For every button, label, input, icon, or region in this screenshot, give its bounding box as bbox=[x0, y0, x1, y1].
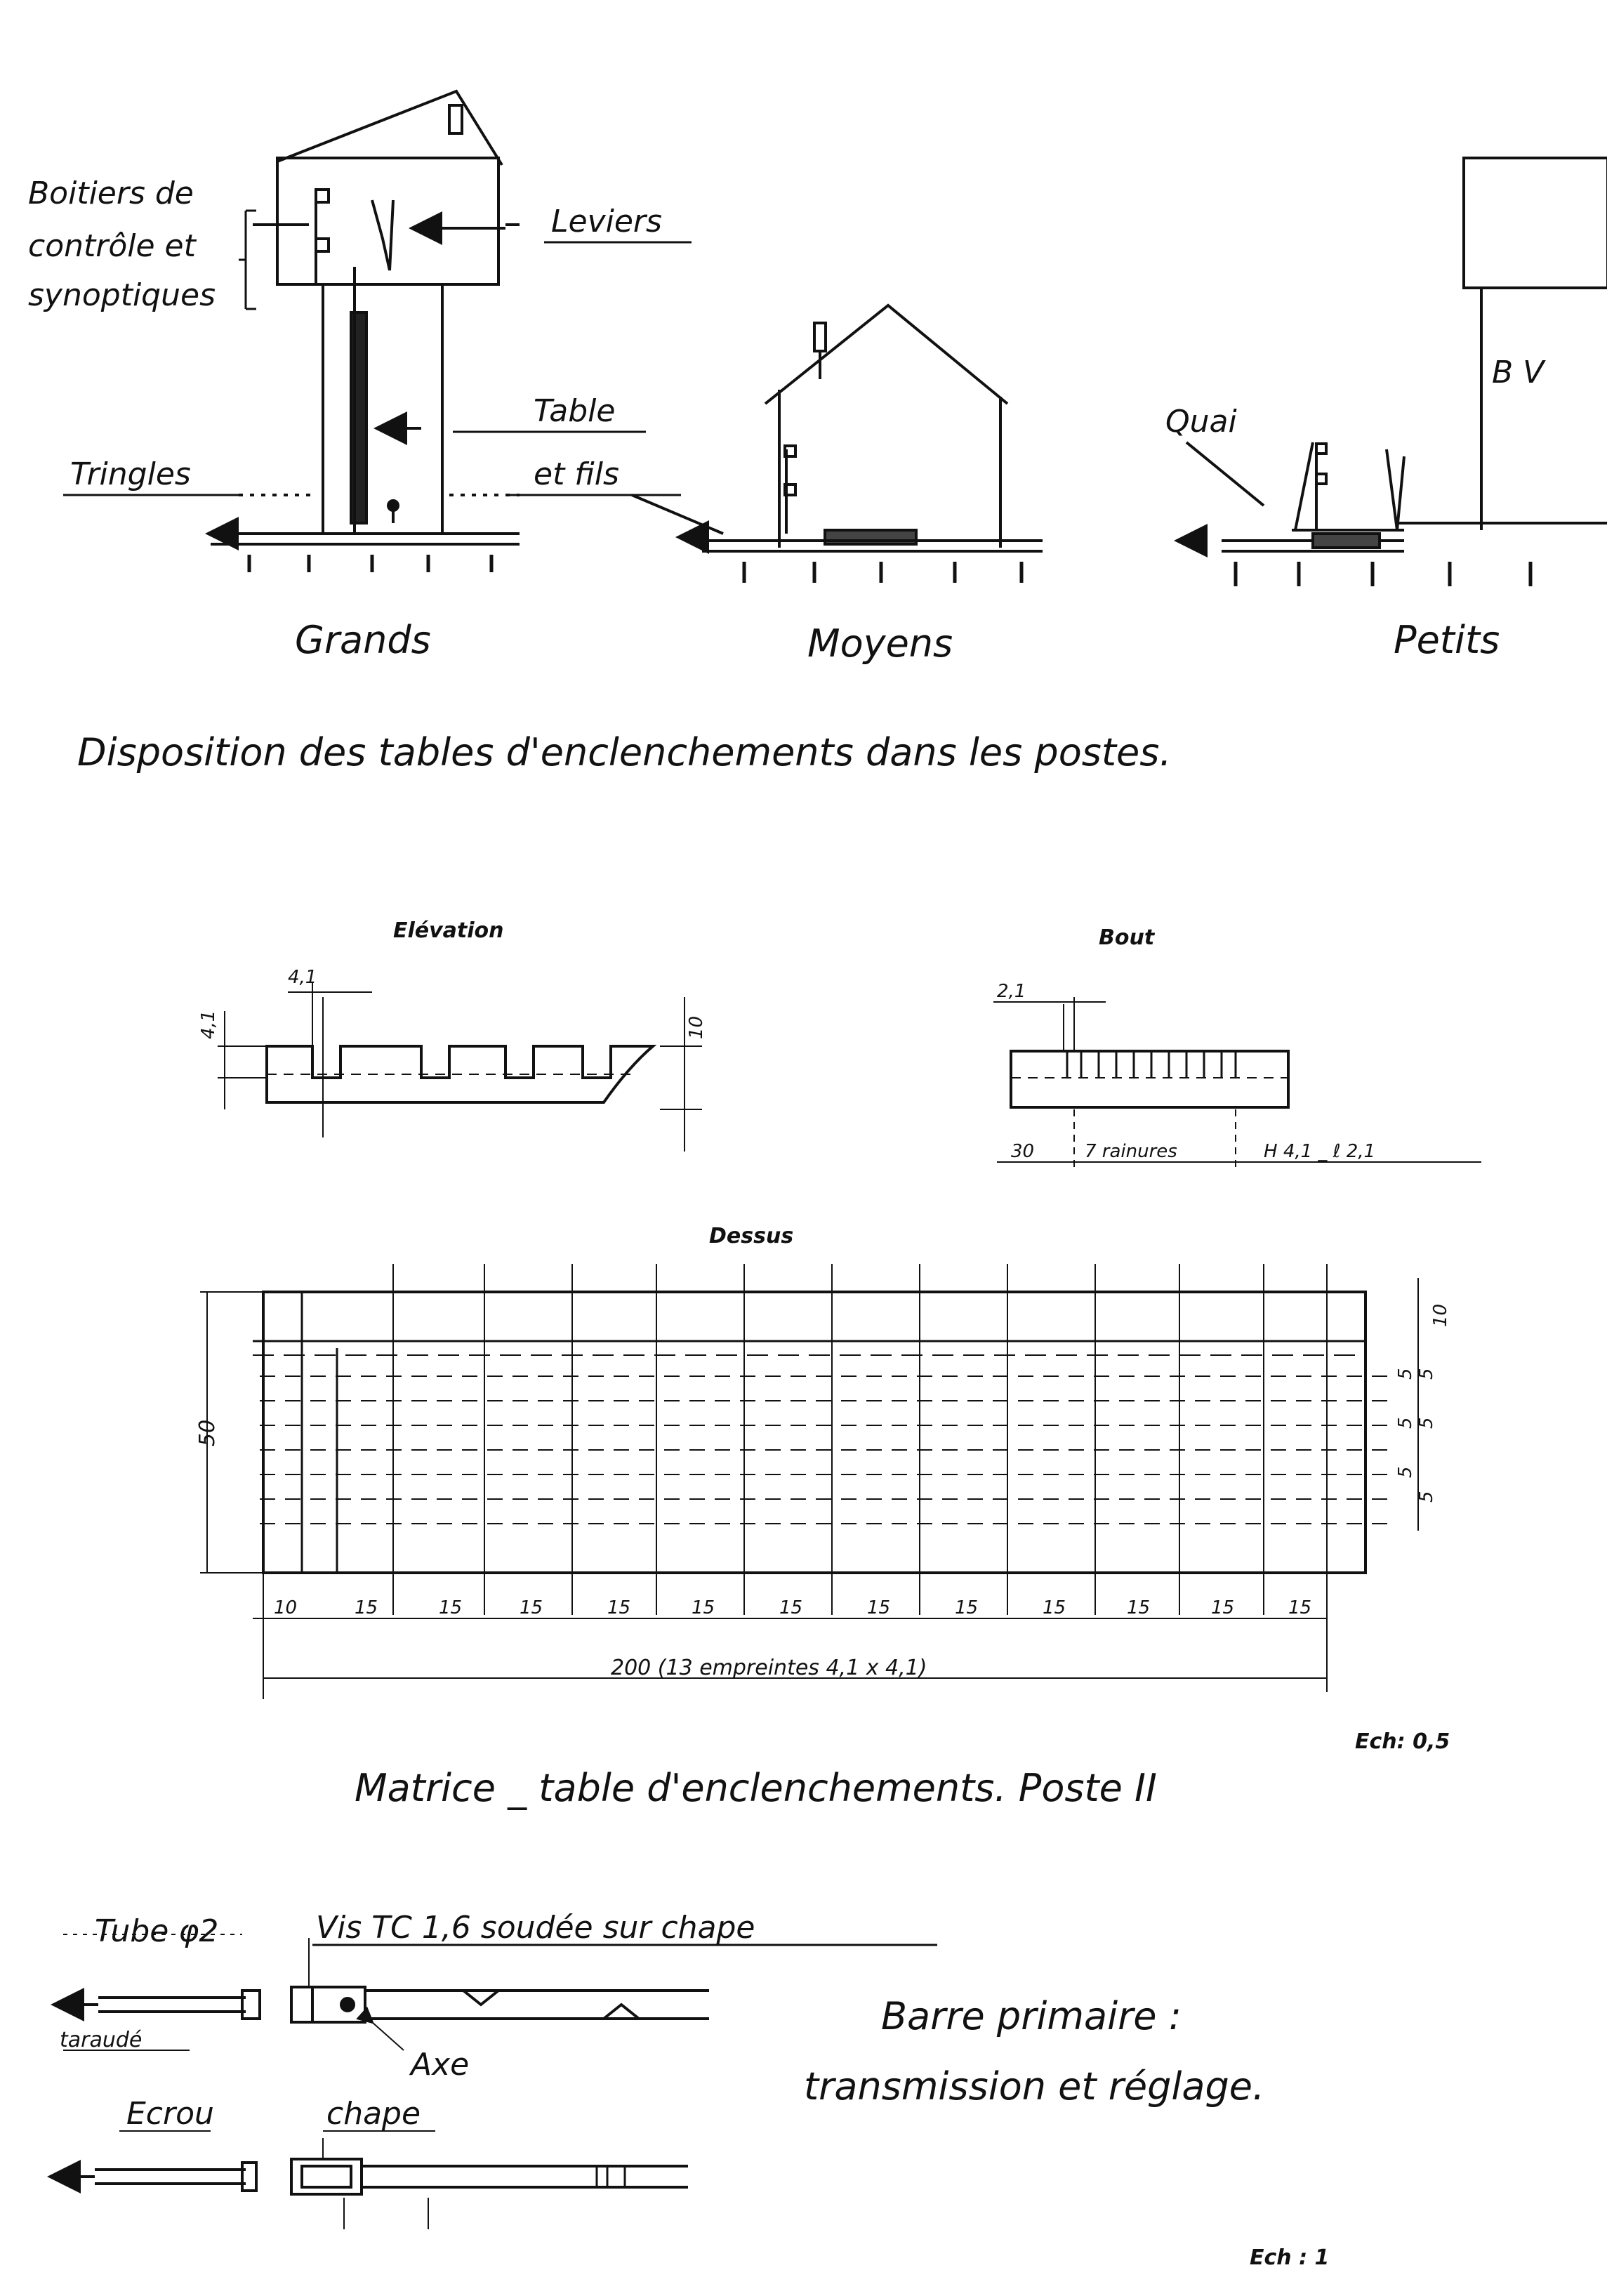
dessus-dim-50: 50 bbox=[195, 1420, 220, 1446]
section3-title-line1: Barre primaire : bbox=[881, 1994, 1182, 2038]
section2-title: Matrice _ table d'enclenchements. Poste … bbox=[355, 1766, 1157, 1810]
section-matrice: Elévation 4,1 4,1 10 Bout bbox=[195, 918, 1481, 1810]
right-dim: 5 bbox=[1416, 1491, 1437, 1503]
bottom-dim: 15 bbox=[439, 1597, 462, 1618]
elevation-dim-depth: 4,1 bbox=[198, 1010, 219, 1039]
grands-poste-drawing bbox=[205, 89, 520, 572]
bout-grooves: 7 rainures bbox=[1085, 1141, 1177, 1162]
moyens-poste-drawing bbox=[449, 303, 1043, 583]
bottom-dim: 15 bbox=[1127, 1597, 1150, 1618]
bottom-dim: 15 bbox=[355, 1597, 378, 1618]
caption-grands: Grands bbox=[295, 618, 431, 662]
caption-moyens: Moyens bbox=[807, 621, 953, 666]
label-bv: B V bbox=[1492, 355, 1546, 390]
label-taraude: taraudé bbox=[60, 2028, 142, 2052]
elevation-dim-width: 4,1 bbox=[288, 967, 317, 988]
caption-petits: Petits bbox=[1394, 618, 1500, 662]
label-et-fils: et fils bbox=[534, 456, 619, 492]
label-boitiers-1: Boitiers de bbox=[28, 176, 194, 211]
label-tube: Tube φ2 bbox=[95, 1913, 218, 1949]
bout-groove-spec: H 4,1 _ ℓ 2,1 bbox=[1264, 1141, 1375, 1162]
barre-lower-drawing bbox=[47, 2130, 688, 2229]
section-barre-primaire: Tube φ2 Vis TC 1,6 soudée sur chape tara… bbox=[47, 1910, 1329, 2270]
label-chape: chape bbox=[326, 2096, 421, 2132]
dessus-view: Dessus bbox=[195, 1224, 1451, 1699]
label-boitiers-2: contrôle et bbox=[28, 228, 197, 264]
section1-title: Disposition des tables d'enclenchements … bbox=[77, 730, 1172, 774]
barre-upper-drawing bbox=[51, 1934, 709, 2051]
label-vis: Vis TC 1,6 soudée sur chape bbox=[316, 1910, 755, 1946]
elevation-dim-height: 10 bbox=[686, 1016, 707, 1039]
right-dim: 5 bbox=[1416, 1417, 1437, 1429]
dessus-title: Dessus bbox=[709, 1224, 793, 1248]
bout-dim-width: 2,1 bbox=[997, 981, 1026, 1002]
bout-view: Bout 2,1 30 7 bbox=[993, 925, 1481, 1173]
section3-title-line2: transmission et réglage. bbox=[804, 2064, 1264, 2109]
label-boitiers-3: synoptiques bbox=[28, 277, 216, 313]
dessus-bottom-dims: 10 15 15 15 15 15 15 15 15 15 15 15 15 bbox=[274, 1597, 1311, 1618]
barre-scale: Ech : 1 bbox=[1250, 2245, 1329, 2270]
bout-dim-30: 30 bbox=[1011, 1141, 1034, 1162]
dessus-total-dim: 200 (13 empreintes 4,1 x 4,1) bbox=[611, 1656, 927, 1680]
bottom-dim: 15 bbox=[1043, 1597, 1066, 1618]
bottom-dim: 15 bbox=[867, 1597, 890, 1618]
bottom-dim: 15 bbox=[692, 1597, 715, 1618]
label-ecrou: Ecrou bbox=[126, 2096, 214, 2132]
bottom-dim: 15 bbox=[1211, 1597, 1234, 1618]
right-dim: 5 bbox=[1395, 1466, 1416, 1478]
label-quai: Quai bbox=[1165, 404, 1237, 440]
bottom-dim: 15 bbox=[955, 1597, 978, 1618]
label-tringles: Tringles bbox=[70, 456, 191, 492]
bottom-dim: 15 bbox=[520, 1597, 543, 1618]
label-table: Table bbox=[534, 393, 615, 429]
label-leviers: Leviers bbox=[551, 204, 662, 239]
right-dim: 5 bbox=[1395, 1368, 1416, 1380]
right-dim: 5 bbox=[1416, 1368, 1437, 1380]
petits-poste-drawing bbox=[1174, 157, 1607, 586]
bottom-dim: 15 bbox=[607, 1597, 630, 1618]
bout-title: Bout bbox=[1099, 925, 1156, 950]
right-dim: 10 bbox=[1430, 1304, 1451, 1327]
dessus-right-dims: 10 5 5 5 5 5 5 bbox=[1395, 1304, 1451, 1503]
matrice-scale: Ech: 0,5 bbox=[1355, 1729, 1450, 1754]
elevation-view: Elévation 4,1 4,1 10 bbox=[198, 918, 707, 1152]
right-dim: 5 bbox=[1395, 1417, 1416, 1429]
bottom-dim: 15 bbox=[1288, 1597, 1311, 1618]
bottom-dim: 15 bbox=[779, 1597, 802, 1618]
label-axe: Axe bbox=[409, 2047, 469, 2083]
section-postes: Boitiers de contrôle et synoptiques Levi… bbox=[28, 89, 1607, 774]
bottom-dim: 10 bbox=[274, 1597, 297, 1618]
elevation-title: Elévation bbox=[393, 918, 504, 943]
